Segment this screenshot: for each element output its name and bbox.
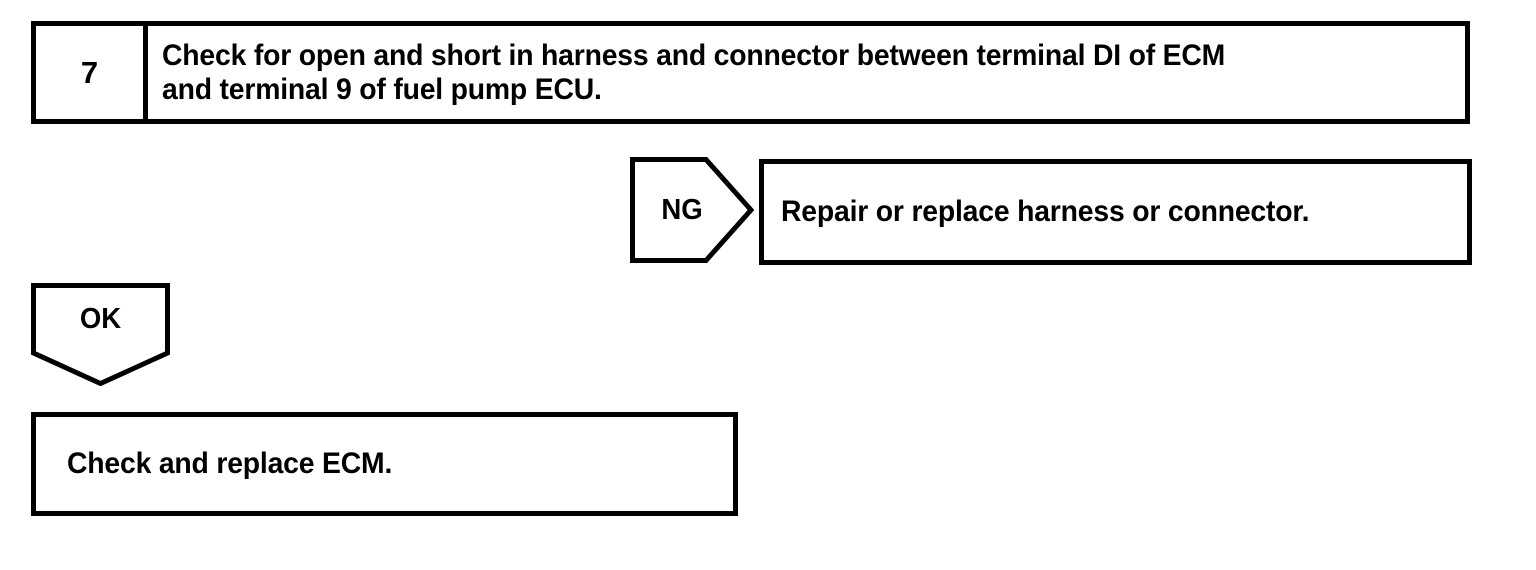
result-text-ok: Check and replace ECM. [67, 447, 393, 481]
pentagon-right-icon [630, 157, 754, 263]
step-number: 7 [80, 55, 99, 90]
branch-label-ng: NG [661, 193, 703, 226]
result-text-ng: Repair or replace harness or connector. [781, 195, 1310, 229]
step-number-cell: 7 [36, 26, 148, 119]
branch-marker-ok: OK [31, 283, 170, 386]
step-instruction-text: Check for open and short in harness and … [162, 38, 1226, 106]
branch-marker-ng: NG [630, 157, 754, 263]
step-instruction-cell: Check for open and short in harness and … [148, 26, 1465, 119]
result-box-ng: Repair or replace harness or connector. [759, 159, 1472, 265]
result-box-ok: Check and replace ECM. [31, 412, 738, 516]
step-row: 7 Check for open and short in harness an… [31, 21, 1470, 124]
branch-label-ok: OK [79, 302, 122, 335]
pentagon-down-icon [31, 283, 170, 386]
